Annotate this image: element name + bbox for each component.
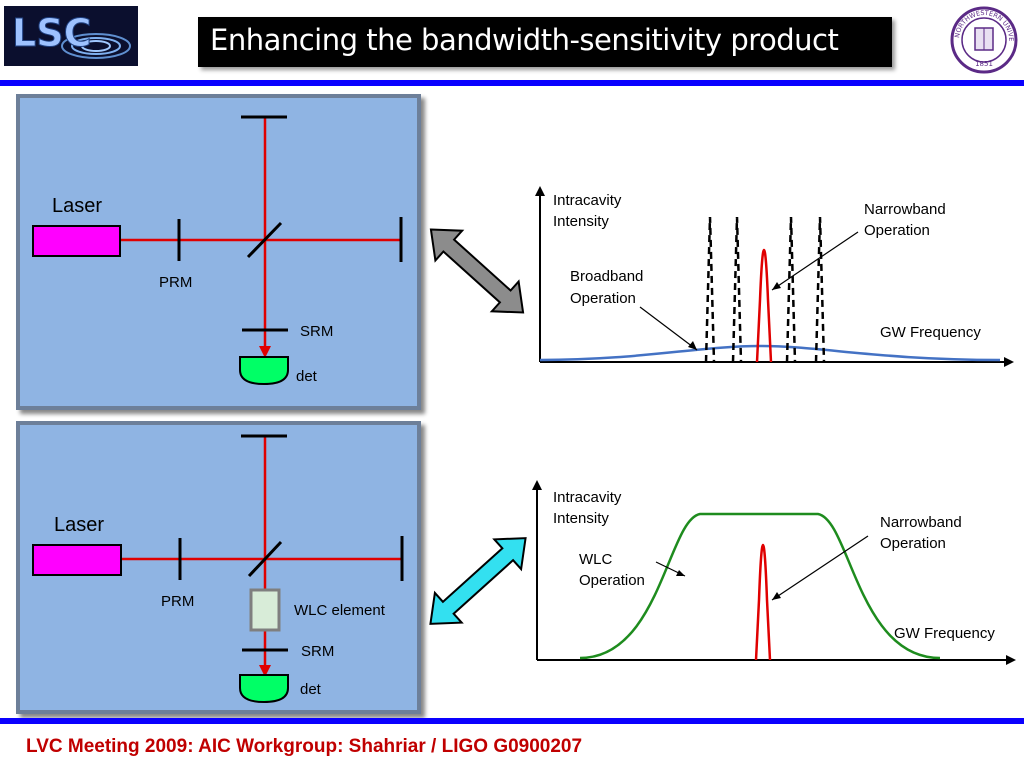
graph-bottom-narrow-2: Operation <box>880 535 946 552</box>
cavity-modes <box>704 216 826 363</box>
page-title: Enhancing the bandwidth-sensitivity prod… <box>210 23 839 57</box>
laser-label: Laser <box>54 514 105 536</box>
wlc-element-label: WLC element <box>294 602 385 619</box>
beam-splitter <box>247 540 283 578</box>
header-divider <box>0 80 1024 86</box>
graph-top-narrow-2: Operation <box>864 222 930 239</box>
wlc-curve <box>579 512 941 660</box>
srm-label: SRM <box>301 643 335 660</box>
narrowband-peak <box>755 248 773 363</box>
seal-year: 1851 <box>975 60 993 68</box>
lsc-logo: LSC <box>4 6 138 66</box>
det-label: det <box>300 681 321 698</box>
srm-label: SRM <box>300 323 334 340</box>
beam-splitter <box>246 221 283 259</box>
lsc-logo-graphic: LSC <box>12 11 131 59</box>
graph-bottom-ylabel-2: Intensity <box>553 510 609 527</box>
detector <box>239 356 289 386</box>
graph-bottom-wlc-2: Operation <box>579 572 645 589</box>
graph-top-ylabel-1: Intracavity <box>553 192 622 209</box>
laser-box <box>32 544 122 576</box>
double-arrow-bottom <box>429 537 527 625</box>
prm-label: PRM <box>159 274 193 291</box>
narrowband-pointer <box>771 231 859 291</box>
broadband-pointer <box>639 306 698 351</box>
det-label: det <box>296 368 317 385</box>
graph-top-broad-1: Broadband <box>570 268 644 285</box>
university-seal: NORTHWESTERN UNIVERSITY 1851 <box>950 6 1018 74</box>
laser-box <box>32 225 121 257</box>
graph-bottom-xlabel: GW Frequency <box>894 625 995 642</box>
graph-top-xlabel: GW Frequency <box>880 324 981 341</box>
footer-divider <box>0 718 1024 724</box>
graph-bottom-ylabel-1: Intracavity <box>553 489 622 506</box>
laser-label: Laser <box>52 195 103 217</box>
graph-top-narrow-1: Narrowband <box>864 201 946 218</box>
wlc-element <box>249 588 281 632</box>
title-box: Enhancing the bandwidth-sensitivity prod… <box>198 17 892 67</box>
graph-bottom-narrow-1: Narrowband <box>880 514 962 531</box>
narrowband-peak <box>754 544 772 661</box>
double-arrow-top <box>429 228 525 314</box>
graph-top-broad-2: Operation <box>570 290 636 307</box>
detector <box>239 674 289 704</box>
lsc-logo-text: LSC <box>12 11 91 55</box>
beam-arrowhead <box>259 346 271 358</box>
broadband-curve <box>539 344 1001 362</box>
narrowband-pointer <box>771 535 869 601</box>
footer-text: LVC Meeting 2009: AIC Workgroup: Shahria… <box>26 736 583 757</box>
prm-label: PRM <box>161 593 195 610</box>
graph-bottom-wlc-1: WLC <box>579 551 613 568</box>
graph-top-ylabel-2: Intensity <box>553 213 609 230</box>
beam-arrowhead <box>259 665 271 677</box>
